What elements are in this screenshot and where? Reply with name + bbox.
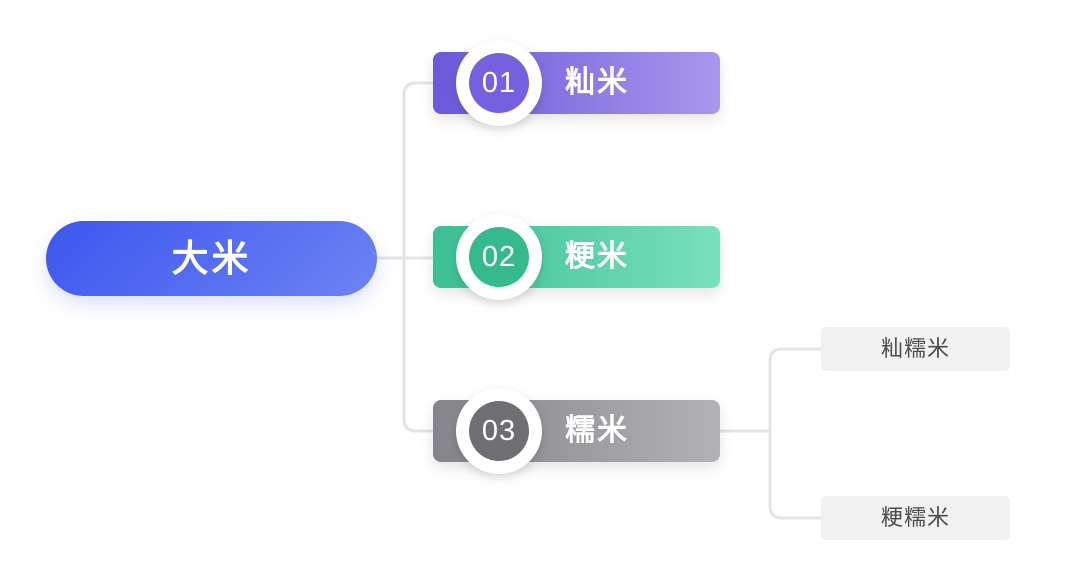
leaf-node-2[interactable]: 粳糯米 xyxy=(821,496,1010,540)
branch-1-number-badge: 01 xyxy=(456,40,542,126)
leaf-node-1[interactable]: 籼糯米 xyxy=(821,327,1010,371)
root-node-rice[interactable]: 大米 xyxy=(46,221,377,296)
branch-node-3[interactable]: 03 糯米 xyxy=(433,388,720,474)
branch-3-label: 糯米 xyxy=(565,414,629,447)
branch-2-number: 02 xyxy=(481,240,517,273)
branch-1-number-circle: 01 xyxy=(469,53,529,113)
connector-branch3-trunk xyxy=(768,347,823,520)
branch-2-number-badge: 02 xyxy=(456,214,542,300)
leaf-2-label: 粳糯米 xyxy=(880,505,950,530)
leaf-1-label: 籼糯米 xyxy=(880,336,950,361)
branch-node-2[interactable]: 02 粳米 xyxy=(433,214,720,300)
branch-1-label: 籼米 xyxy=(565,66,629,99)
branch-3-number: 03 xyxy=(481,414,517,447)
branch-2-label: 粳米 xyxy=(565,240,629,273)
root-node-label: 大米 xyxy=(171,238,252,279)
connector-root-trunk xyxy=(402,81,435,433)
branch-1-number: 01 xyxy=(481,66,517,99)
branch-node-1[interactable]: 01 籼米 xyxy=(433,40,720,126)
branch-2-number-circle: 02 xyxy=(469,227,529,287)
branch-3-number-badge: 03 xyxy=(456,388,542,474)
branch-3-number-circle: 03 xyxy=(469,401,529,461)
